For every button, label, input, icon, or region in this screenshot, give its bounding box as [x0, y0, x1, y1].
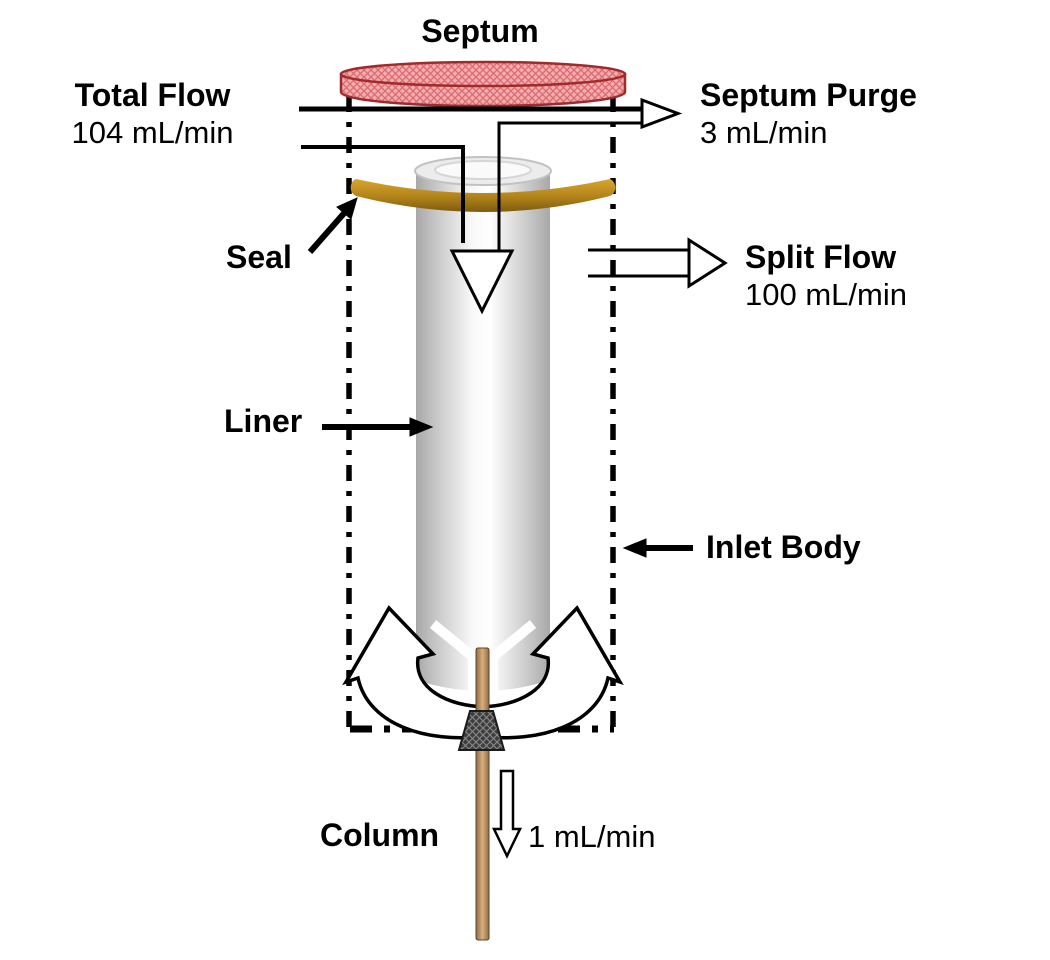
label-arrows — [307, 197, 693, 558]
septum-label: Septum — [421, 13, 539, 49]
septum-purge-return-line — [497, 121, 642, 251]
septum-disk — [339, 60, 627, 108]
seal-arrow-head — [336, 197, 358, 220]
split-flow-label: Split Flow 100 mL/min — [745, 239, 907, 312]
column-flow-label: 1 mL/min — [528, 819, 656, 854]
inlet-body-boundary — [346, 96, 616, 733]
split-recirculation-arrow-right — [477, 605, 624, 740]
liner-down-arrow — [449, 249, 515, 315]
liner-label: Liner — [224, 403, 303, 439]
seal-label: Seal — [226, 239, 292, 275]
column-label: Column — [320, 817, 440, 853]
liner-body — [414, 156, 552, 698]
liner-arrow-head — [409, 417, 434, 437]
seal-shape — [350, 179, 616, 212]
liner-opening — [434, 160, 532, 180]
inlet-body-arrow-head — [622, 538, 647, 558]
septum-purge-label: Septum Purge 3 mL/min — [700, 77, 917, 150]
total-flow-label: Total Flow 104 mL/min — [71, 77, 234, 150]
split-flow-arrow — [588, 237, 728, 289]
column-tube — [475, 647, 490, 941]
liner-funnel-right — [490, 620, 537, 660]
split-recirculation-arrow-left — [342, 605, 489, 740]
seal-arrow-line — [307, 209, 349, 254]
septum-purge-arrow — [640, 97, 683, 130]
inlet-body-label: Inlet Body — [706, 529, 861, 565]
liner-funnel-left — [429, 620, 476, 660]
flow-lines — [299, 97, 683, 315]
column-flow-arrow — [492, 769, 522, 859]
inlet-down-line — [301, 145, 465, 243]
ferrule — [457, 710, 506, 751]
